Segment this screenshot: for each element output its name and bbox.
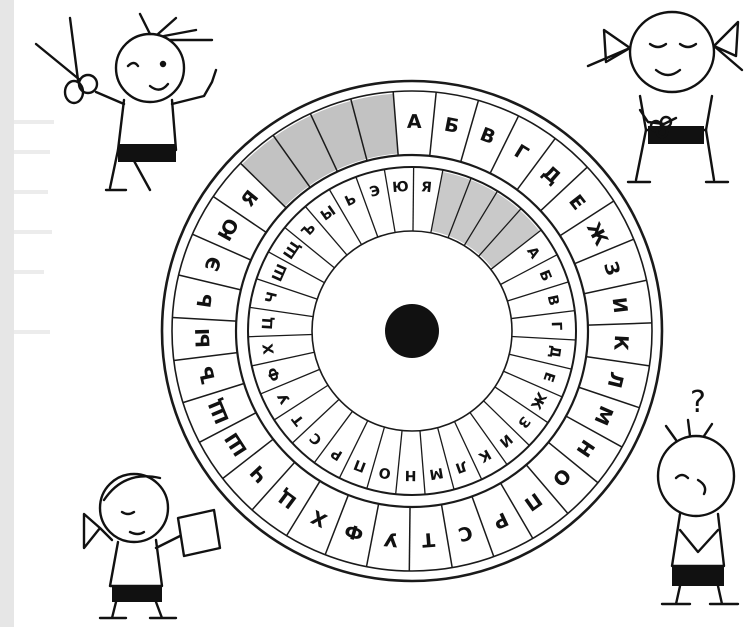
outer-letter: Я bbox=[237, 186, 263, 211]
outer-letter: Т bbox=[421, 528, 436, 551]
inner-letter: Ш bbox=[269, 262, 291, 284]
inner-ring-shaded-sectors bbox=[431, 172, 539, 268]
outer-divider bbox=[588, 323, 652, 325]
scissors-icon bbox=[36, 18, 97, 103]
inner-letter: Т bbox=[289, 411, 308, 429]
outer-divider bbox=[472, 496, 494, 556]
outer-letter: Ш bbox=[221, 428, 252, 460]
inner-letter: Е bbox=[539, 370, 557, 384]
outer-divider bbox=[409, 507, 410, 571]
outer-letter: Г bbox=[510, 140, 532, 165]
inner-letter: Щ bbox=[281, 238, 305, 262]
outer-divider bbox=[441, 505, 452, 568]
inner-letter: Р bbox=[328, 444, 345, 463]
inner-letter: М bbox=[428, 464, 444, 482]
inner-letter: В bbox=[544, 293, 562, 307]
outer-letter: З bbox=[599, 259, 624, 278]
outer-letter: Ъ bbox=[195, 364, 220, 386]
outer-divider bbox=[430, 92, 436, 156]
inner-divider bbox=[413, 167, 414, 231]
inner-letter: З bbox=[514, 413, 533, 431]
inner-letter: Н bbox=[405, 467, 417, 483]
outer-divider bbox=[579, 387, 640, 407]
girl-with-bows-illustration bbox=[588, 12, 742, 182]
outer-letter: Е bbox=[564, 191, 589, 215]
outer-letter: В bbox=[477, 123, 498, 149]
child-with-scissors-illustration bbox=[36, 14, 216, 190]
inner-divider bbox=[396, 431, 402, 495]
outer-divider bbox=[366, 504, 378, 567]
outer-letter: Ф bbox=[342, 519, 366, 545]
paper-sheet-icon bbox=[178, 510, 220, 556]
inner-divider bbox=[420, 431, 425, 495]
inner-divider bbox=[250, 307, 313, 316]
outer-letter: Ч bbox=[246, 461, 273, 487]
outer-letter: Х bbox=[307, 505, 330, 531]
inner-divider bbox=[248, 334, 312, 336]
outer-letter: Р bbox=[490, 507, 512, 533]
outer-letter: И bbox=[608, 296, 632, 314]
outer-letter: Ю bbox=[214, 215, 244, 245]
inner-letter: Ы bbox=[318, 203, 339, 224]
inner-letter: Ж bbox=[527, 389, 549, 412]
outer-letter: Щ bbox=[204, 395, 234, 427]
inner-divider bbox=[384, 169, 395, 232]
inner-letter: А bbox=[523, 244, 542, 262]
outer-divider bbox=[461, 100, 479, 161]
outer-letter: М bbox=[589, 402, 617, 428]
inner-letter: У bbox=[275, 389, 294, 406]
center-pin bbox=[385, 304, 439, 358]
inner-letter: П bbox=[352, 456, 369, 475]
inner-letter: Б bbox=[536, 268, 555, 284]
outer-letter: П bbox=[520, 488, 546, 515]
outer-letter: О bbox=[548, 464, 575, 491]
outer-divider bbox=[179, 275, 241, 290]
inner-divider bbox=[512, 336, 576, 340]
outer-letter: Ц bbox=[274, 485, 301, 513]
inner-divider bbox=[511, 311, 575, 319]
inner-letter: Л bbox=[453, 457, 469, 476]
boy-thinking-illustration: ? bbox=[658, 385, 738, 604]
outer-divider bbox=[325, 495, 348, 555]
outer-letter: Э bbox=[201, 254, 226, 274]
outer-divider bbox=[174, 353, 238, 361]
inner-letter: Ъ bbox=[299, 220, 320, 241]
outer-divider bbox=[586, 357, 649, 366]
outer-divider bbox=[490, 116, 518, 173]
outer-letter: Б bbox=[442, 114, 460, 138]
outer-letter: А bbox=[407, 111, 422, 133]
outer-divider bbox=[584, 280, 647, 294]
inner-letter: Ф bbox=[265, 365, 284, 383]
outer-letter: Ж bbox=[582, 219, 612, 250]
inner-letter: Я bbox=[420, 179, 432, 196]
inner-letter: Э bbox=[368, 183, 382, 201]
outer-divider bbox=[172, 318, 236, 322]
outer-letter: Л bbox=[603, 370, 628, 390]
inner-letter: О bbox=[377, 463, 392, 481]
outer-letter: Ь bbox=[193, 292, 217, 310]
inner-letter: Ь bbox=[343, 191, 359, 210]
inner-letter: Ц bbox=[260, 316, 277, 330]
girl-with-paper-illustration bbox=[84, 474, 220, 618]
question-mark: ? bbox=[690, 385, 706, 420]
inner-letter: Ч bbox=[263, 290, 281, 305]
outer-letter: С bbox=[456, 521, 475, 546]
inner-letter: Д bbox=[546, 344, 564, 359]
page-margin-smudge bbox=[0, 0, 54, 627]
inner-letter: И bbox=[496, 430, 515, 450]
outer-letter: Н bbox=[572, 435, 599, 461]
inner-letter: Х bbox=[260, 342, 277, 355]
outer-letter: Д bbox=[538, 161, 565, 189]
inner-letter: К bbox=[475, 446, 493, 466]
outer-letter: У bbox=[382, 527, 399, 550]
inner-letter: С bbox=[307, 429, 325, 448]
outer-letter: К bbox=[609, 334, 632, 351]
inner-letter: Г bbox=[548, 321, 564, 331]
inner-letter: Ю bbox=[392, 179, 410, 196]
outer-letter: Ы bbox=[192, 328, 215, 348]
